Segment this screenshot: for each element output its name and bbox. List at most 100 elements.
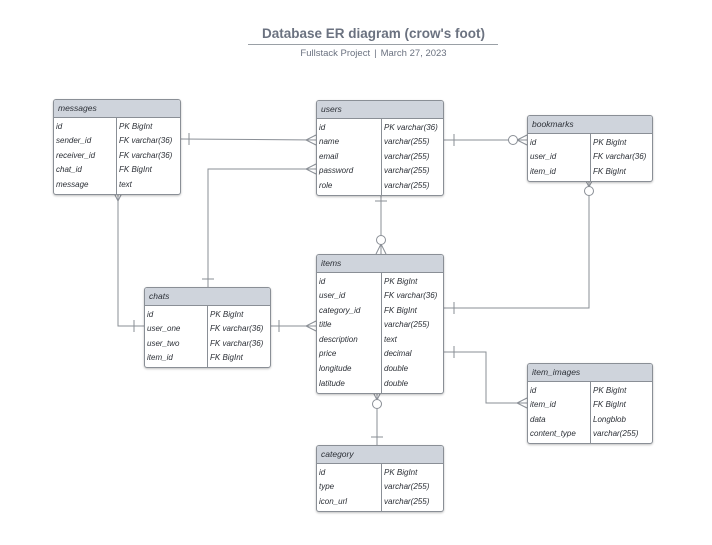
field-row: title varchar(255) (317, 318, 443, 333)
title-underline (248, 44, 498, 45)
field-row: item_id FK BigInt (528, 165, 652, 180)
field-type: FK BigInt (210, 353, 243, 363)
field-name: item_id (530, 166, 556, 176)
column-divider (381, 273, 382, 393)
subtitle-separator: | (374, 48, 377, 59)
zero-marker (508, 135, 518, 145)
entity-header: users (317, 101, 443, 119)
field-type: PK BigInt (210, 309, 244, 319)
many-marker (304, 134, 317, 146)
entity-header: item_images (528, 364, 652, 382)
field-name: sender_id (56, 136, 92, 146)
many-marker (304, 163, 317, 175)
field-type: FK BigInt (593, 400, 626, 410)
field-row: type varchar(255) (317, 480, 443, 495)
relationship-line (444, 351, 527, 404)
field-type: PK BigInt (593, 385, 627, 395)
field-name: category_id (319, 305, 361, 315)
field-row: description text (317, 333, 443, 348)
field-type: FK varchar(36) (119, 136, 173, 146)
field-type: FK varchar(36) (210, 338, 264, 348)
field-name: id (319, 122, 326, 132)
field-type: varchar(255) (384, 496, 430, 506)
field-name: message (56, 179, 89, 189)
field-name: item_id (530, 400, 556, 410)
field-row: sender_id FK varchar(36) (54, 134, 180, 149)
field-name: item_id (147, 353, 173, 363)
field-type: FK BigInt (119, 165, 152, 175)
field-row: id PK BigInt (145, 308, 270, 323)
entity-header: messages (54, 100, 180, 118)
field-name: title (319, 320, 332, 330)
field-name: id (147, 309, 154, 319)
column-divider (116, 118, 117, 194)
field-type: PK BigInt (119, 121, 153, 131)
field-type: varchar(255) (384, 166, 430, 176)
field-name: receiver_id (56, 150, 96, 160)
field-row: category_id FK BigInt (317, 304, 443, 319)
field-type: text (384, 334, 397, 344)
entity-header: bookmarks (528, 116, 652, 134)
field-row: item_id FK BigInt (145, 351, 270, 366)
field-type: PK BigInt (384, 276, 418, 286)
field-type: varchar(255) (384, 482, 430, 492)
field-name: user_one (147, 324, 181, 334)
field-type: FK varchar(36) (384, 291, 438, 301)
relationship-line (117, 191, 144, 327)
field-type: PK BigInt (593, 137, 627, 147)
field-name: description (319, 334, 358, 344)
field-row: item_id FK BigInt (528, 398, 652, 413)
relationship-line (444, 177, 590, 309)
field-name: name (319, 137, 340, 147)
field-type: FK varchar(36) (119, 150, 173, 160)
field-name: longitude (319, 364, 352, 374)
field-name: user_id (319, 291, 346, 301)
column-divider (381, 464, 382, 511)
field-name: password (319, 166, 354, 176)
zero-marker (372, 399, 382, 409)
field-row: user_two FK varchar(36) (145, 337, 270, 352)
relationship-line (180, 138, 317, 141)
field-row: user_one FK varchar(36) (145, 322, 270, 337)
field-type: text (119, 179, 132, 189)
column-divider (207, 306, 208, 368)
field-name: latitude (319, 378, 345, 388)
relationship-line (207, 168, 316, 287)
column-divider (590, 134, 591, 181)
field-type: varchar(255) (384, 151, 430, 161)
field-name: type (319, 482, 335, 492)
field-type: double (384, 364, 409, 374)
field-name: role (319, 180, 333, 190)
field-type: FK BigInt (593, 166, 626, 176)
field-type: FK varchar(36) (210, 324, 264, 334)
diagram-subtitle: Fullstack Project|March 27, 2023 (0, 48, 712, 59)
field-name: user_two (147, 338, 180, 348)
field-type: double (384, 378, 409, 388)
field-name: icon_url (319, 496, 348, 506)
entity-header: items (317, 255, 443, 273)
field-type: FK BigInt (384, 305, 417, 315)
field-name: chat_id (56, 165, 82, 175)
field-row: message text (54, 178, 180, 193)
field-type: varchar(255) (384, 320, 430, 330)
field-type: Longblob (593, 414, 626, 424)
zero-marker (584, 186, 594, 196)
